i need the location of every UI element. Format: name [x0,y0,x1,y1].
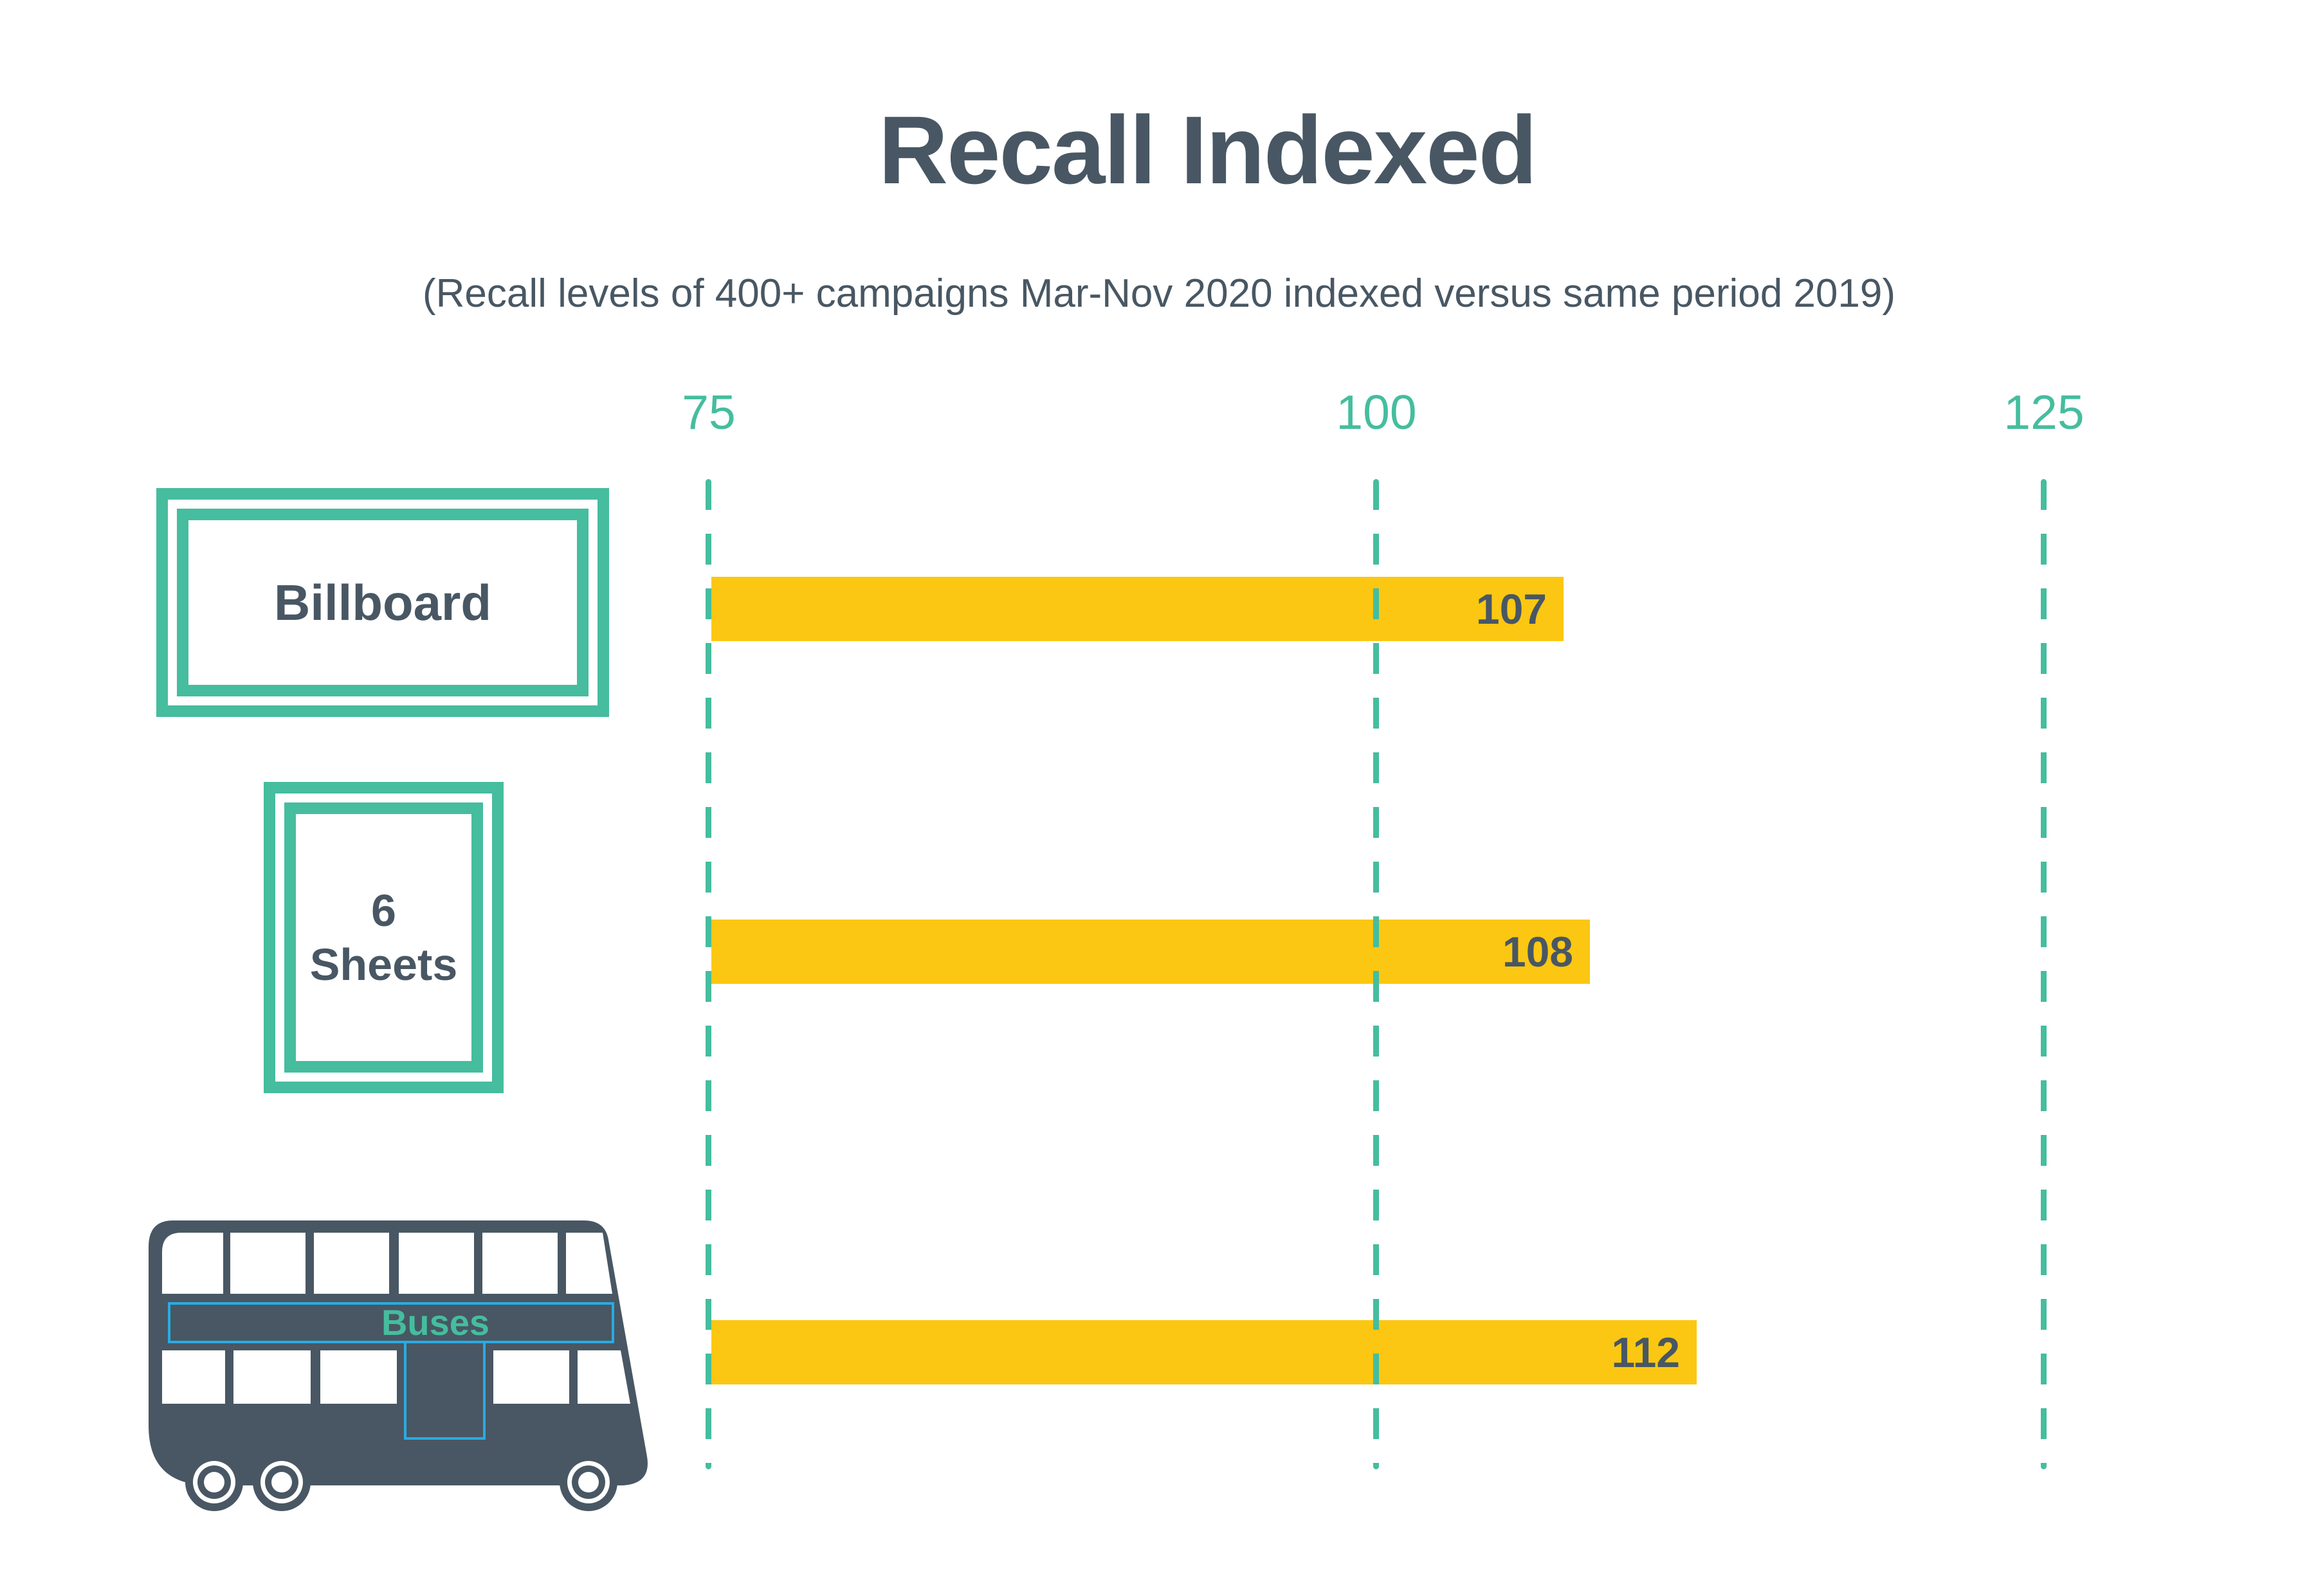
bus-upper-window [482,1233,558,1294]
gridline-75 [706,479,711,1469]
bus-lower-window [233,1350,311,1404]
bus-upper-window [162,1233,223,1294]
bus-route-label: Buses [381,1302,489,1343]
bus-banner [168,1302,614,1343]
bus-lower-window [493,1350,569,1404]
bus-wheel-middle [253,1453,311,1511]
bus-upper-window [399,1233,474,1294]
bus-wheel-front [185,1453,243,1511]
bus-upper-window [230,1233,306,1294]
row-label-billboard: Billboard [273,574,491,631]
gridline-100 [1373,479,1379,1469]
bar-value-label: 107 [1475,585,1547,633]
x-tick-label-75: 75 [682,385,736,439]
bus-lower-window [162,1350,225,1404]
gridline-125 [2041,479,2047,1469]
bus-wheel-rear [560,1453,617,1511]
double-decker-bus-icon: Buses [145,1219,653,1521]
bus-windshield-lower [578,1350,630,1404]
bus-door [404,1341,486,1440]
bar-buses: 112 [711,1320,1697,1384]
billboard-frame-icon: Billboard [156,488,609,717]
bar-six-sheets: 108 [711,920,1590,984]
chart-title: Recall Indexed [878,96,1537,204]
bus-windshield-upper [566,1233,612,1294]
bus-lower-window [320,1350,397,1404]
billboard-frame-inner: Billboard [177,509,589,696]
bus-upper-window [314,1233,389,1294]
chart-subtitle: (Recall levels of 400+ campaigns Mar-Nov… [422,271,1896,316]
bar-value-label: 112 [1611,1328,1680,1376]
x-tick-label-100: 100 [1336,385,1417,439]
bar-billboard: 107 [711,577,1564,641]
x-tick-label-125: 125 [2003,385,2085,439]
bar-value-label: 108 [1502,928,1573,975]
